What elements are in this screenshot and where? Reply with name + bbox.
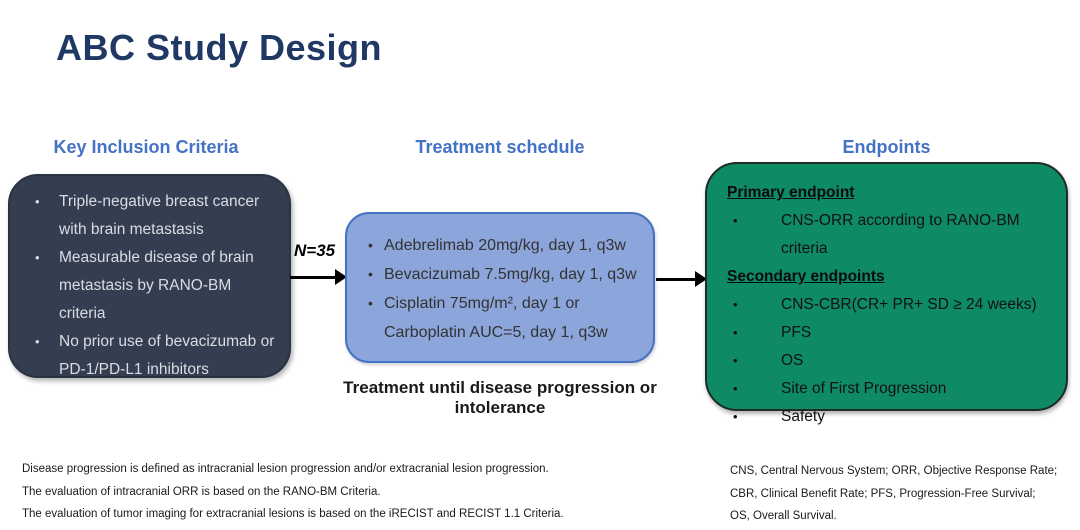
footnotes-right: CNS, Central Nervous System; ORR, Object… — [730, 460, 1070, 528]
secondary-endpoints-list: CNS-CBR(CR+ PR+ SD ≥ 24 weeks) PFS OS Si… — [727, 291, 1056, 431]
inclusion-column-header: Key Inclusion Criteria — [53, 137, 239, 157]
list-item: CNS-ORR according to RANO-BM criteria — [727, 207, 1056, 263]
list-item: Cisplatin 75mg/m², day 1 or Carboplatin … — [367, 289, 649, 347]
primary-endpoint-list: CNS-ORR according to RANO-BM criteria — [727, 207, 1056, 263]
list-item: Triple-negative breast cancer with brain… — [32, 188, 281, 244]
treatment-column-header: Treatment schedule — [415, 137, 585, 157]
footnote-line: The evaluation of tumor imaging for extr… — [22, 508, 564, 520]
footnotes-left: Disease progression is defined as intrac… — [22, 458, 642, 526]
n-equals-label: N=35 — [294, 241, 336, 260]
footnote-line: CBR, Clinical Benefit Rate; PFS, Progres… — [730, 487, 1036, 500]
arrow-head — [695, 271, 707, 287]
endpoints-column-header: Endpoints — [842, 137, 931, 157]
arrow-right-icon — [656, 271, 707, 287]
inclusion-criteria-box: Triple-negative breast cancer with brain… — [8, 174, 291, 378]
list-item: PFS — [727, 319, 1056, 347]
secondary-endpoints-heading: Secondary endpoints — [727, 268, 885, 285]
footnote-line: The evaluation of intracranial ORR is ba… — [22, 485, 381, 498]
treatment-schedule-box: Adebrelimab 20mg/kg, day 1, q3w Bevacizu… — [345, 212, 655, 363]
arrow-shaft — [290, 276, 338, 279]
list-item: Site of First Progression — [727, 375, 1056, 403]
primary-endpoint-heading: Primary endpoint — [727, 184, 855, 201]
arrow-shaft — [656, 278, 698, 281]
page-title: ABC Study Design — [56, 27, 383, 68]
endpoints-box: Primary endpoint CNS-ORR according to RA… — [705, 162, 1068, 431]
list-item: Measurable disease of brain metastasis b… — [32, 244, 281, 328]
arrow-right-icon — [290, 269, 347, 285]
list-item: Safety — [727, 403, 1056, 431]
treatment-caption: Treatment until disease progression or i… — [343, 378, 657, 417]
list-item: OS — [727, 347, 1056, 375]
list-item: Bevacizumab 7.5mg/kg, day 1, q3w — [367, 260, 649, 289]
footnote-line: CNS, Central Nervous System; ORR, Object… — [730, 465, 1058, 477]
footnote-line: Disease progression is defined as intrac… — [22, 463, 549, 475]
list-item: CNS-CBR(CR+ PR+ SD ≥ 24 weeks) — [727, 291, 1056, 319]
inclusion-list: Triple-negative breast cancer with brain… — [32, 188, 281, 384]
arrow-head — [335, 269, 347, 285]
footnote-line: OS, Overall Survival. — [730, 510, 837, 522]
treatment-list: Adebrelimab 20mg/kg, day 1, q3w Bevacizu… — [367, 231, 641, 347]
list-item: Adebrelimab 20mg/kg, day 1, q3w — [367, 231, 649, 260]
list-item: No prior use of bevacizumab or PD-1/PD-L… — [32, 328, 281, 384]
